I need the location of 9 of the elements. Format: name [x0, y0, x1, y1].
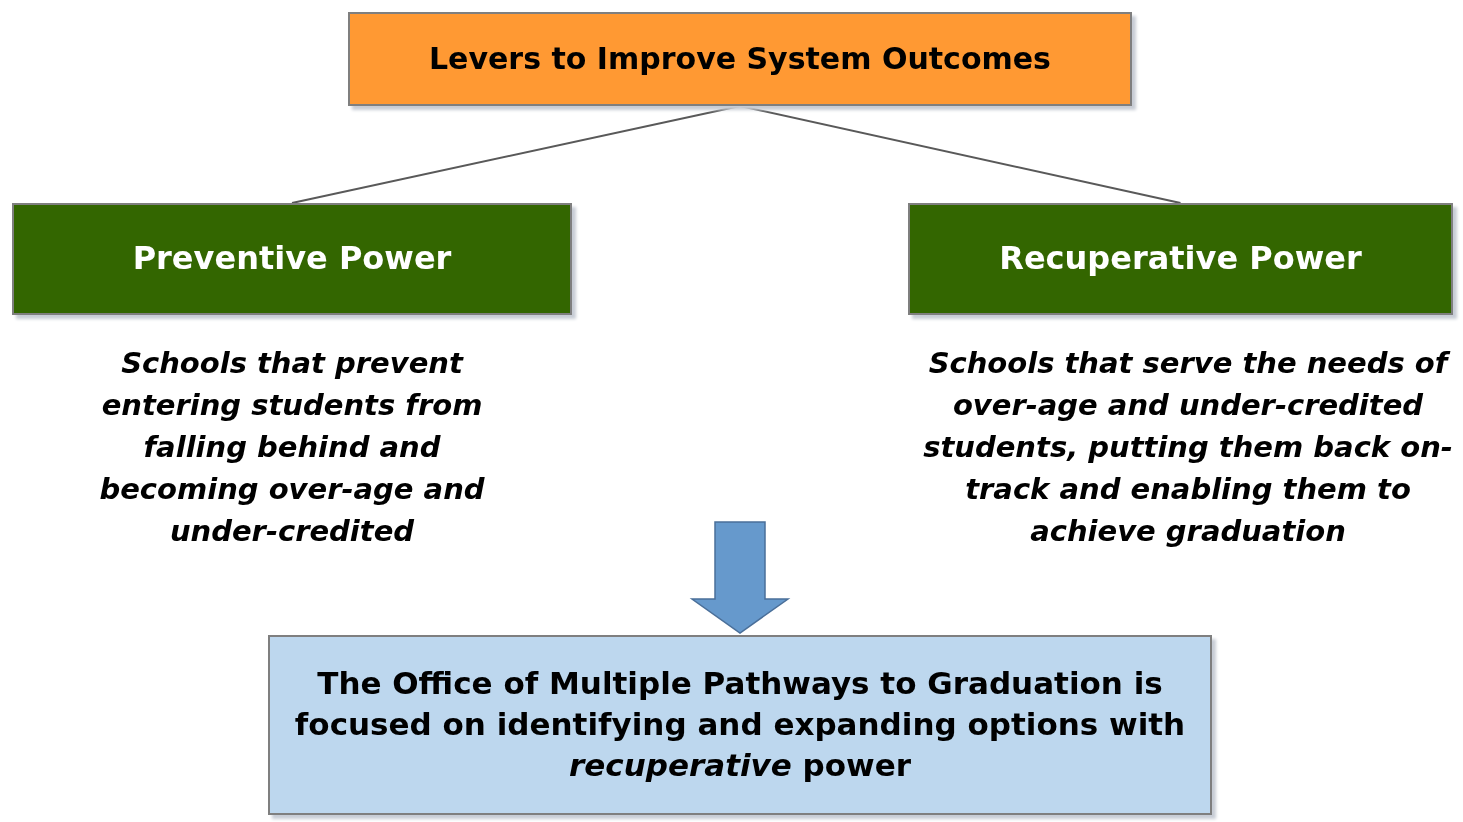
heading-box: Levers to Improve System Outcomes	[348, 12, 1132, 106]
connector-line	[291, 105, 741, 204]
block-arrow	[689, 521, 791, 634]
summary-box: The Office of Multiple Pathways to Graduation is focused on identifying and expanding options with recuperative power	[268, 635, 1212, 815]
description-text: Schools that prevent entering students from falling behind and becoming over-age and under-credited	[98, 345, 486, 550]
description-text: Schools that serve the needs of over-age and under-credited students, putting them back on-track and enabling them to achieve graduation	[922, 345, 1454, 550]
category-box: Recuperative Power	[908, 203, 1453, 315]
category-box: Preventive Power	[12, 203, 572, 315]
connector-line	[739, 105, 1182, 204]
